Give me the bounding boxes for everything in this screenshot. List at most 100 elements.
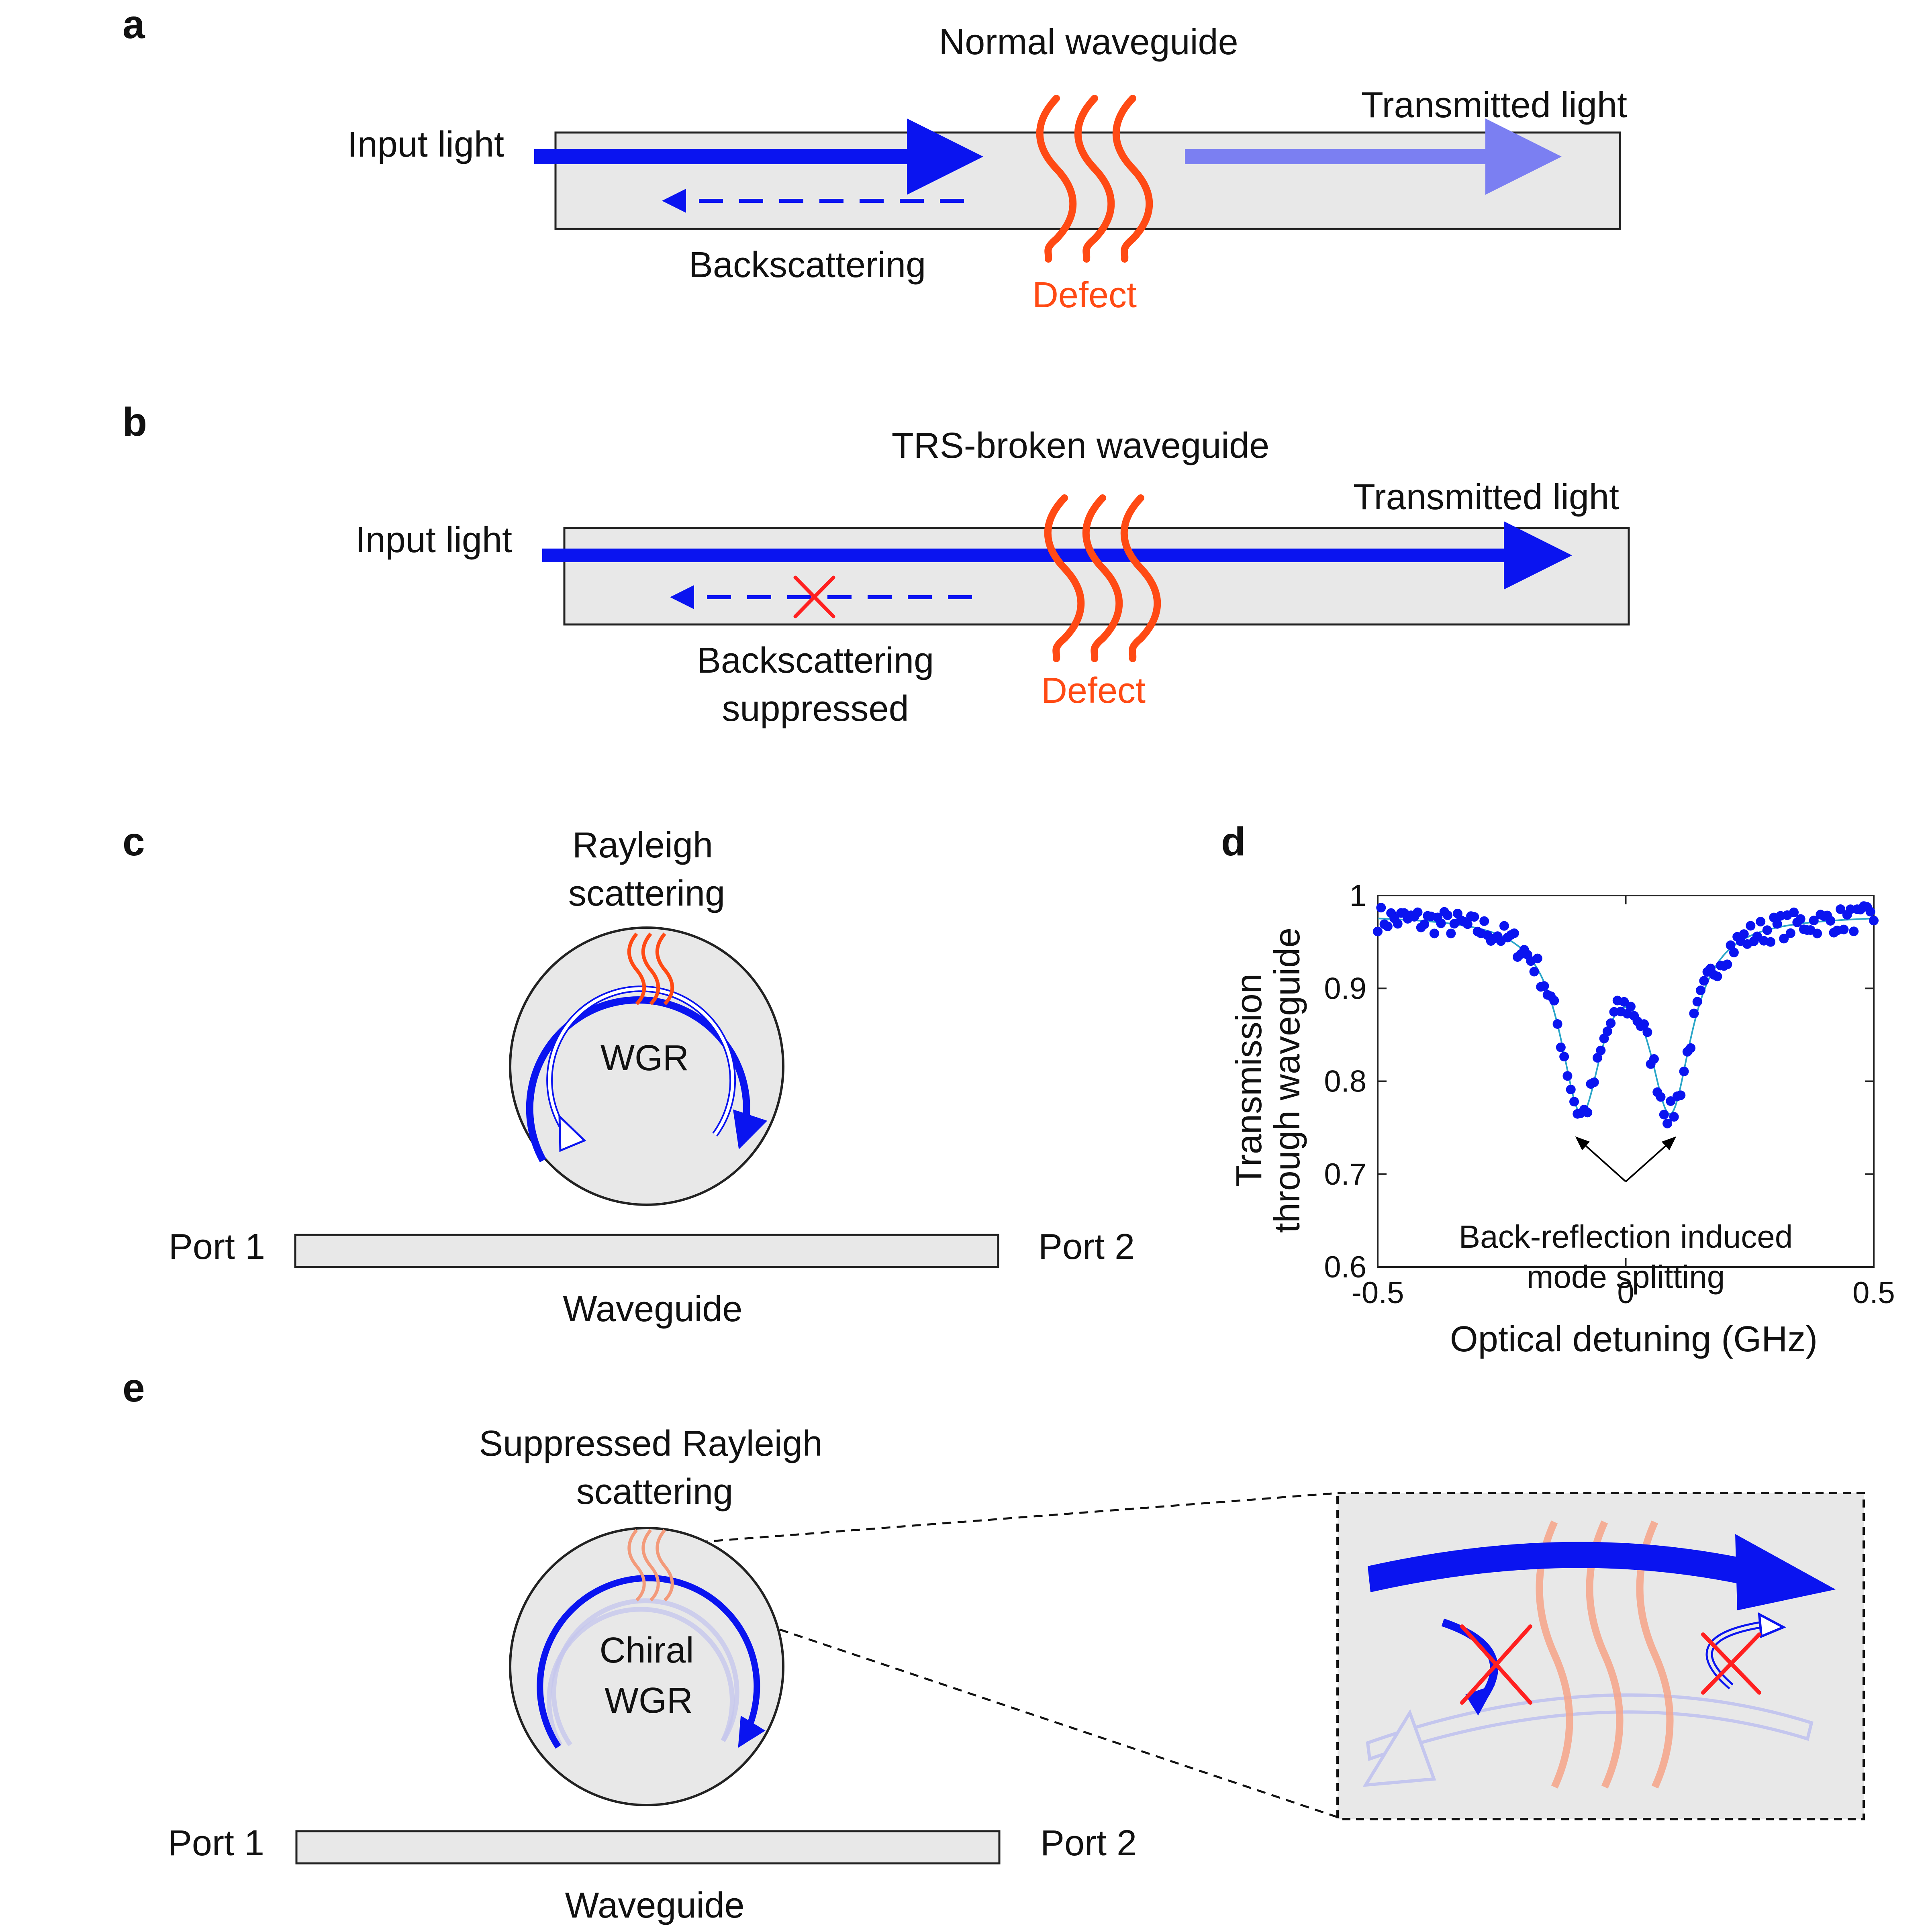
back-reflected-arrowhead-c: [558, 1114, 586, 1152]
data-point: [1676, 1090, 1686, 1100]
suppressed-rayleigh-label-line2: scattering: [576, 1472, 733, 1512]
data-point: [1669, 1112, 1679, 1122]
backscatter-label-b-line1: Backscattering: [697, 641, 934, 681]
data-point: [1686, 1043, 1696, 1053]
data-point: [1549, 996, 1559, 1006]
y-tick-label: 0.9: [1324, 971, 1366, 1006]
y-tick-label: 0.6: [1324, 1250, 1366, 1284]
inset-cross-left: [1460, 1624, 1532, 1705]
data-point: [1479, 916, 1489, 926]
data-point: [1869, 916, 1879, 926]
data-point: [1596, 1045, 1606, 1055]
data-point: [1436, 918, 1446, 928]
panel-letter-d: d: [1221, 819, 1246, 864]
data-point: [1649, 1054, 1659, 1064]
waveguide-label-e: Waveguide: [565, 1885, 745, 1926]
input-light-label-a: Input light: [347, 124, 504, 165]
panel-letter-e: e: [123, 1365, 145, 1410]
data-point: [1865, 907, 1875, 917]
panel-e: e Suppressed Rayleigh scattering Chiral …: [123, 1365, 1865, 1926]
data-point: [1619, 997, 1629, 1007]
data-point: [1556, 1043, 1566, 1053]
data-point: [1746, 921, 1756, 931]
data-point: [1606, 1018, 1616, 1028]
rayleigh-waves-c: [627, 932, 674, 1006]
waveguide-b: [563, 527, 1630, 626]
y-axis-label-line2: through waveguide: [1267, 928, 1307, 1233]
port2-label-c: Port 2: [1038, 1227, 1135, 1267]
port2-label-e: Port 2: [1040, 1823, 1137, 1863]
data-point: [1552, 1019, 1562, 1029]
data-point: [1413, 907, 1423, 917]
plot-frame: [1377, 895, 1875, 1268]
data-point: [1469, 912, 1479, 922]
transmitted-light-label-a: Transmitted light: [1361, 85, 1627, 125]
y-tick-label: 1: [1350, 879, 1366, 913]
data-point: [1826, 916, 1836, 926]
zoom-inset: [1336, 1492, 1865, 1820]
data-point: [1692, 997, 1702, 1007]
data-point: [1446, 928, 1456, 938]
back-reflected-mode-arrow-c-inner: [548, 987, 735, 1140]
data-point: [1589, 1077, 1599, 1087]
chiral-wgr-label-line2: WGR: [605, 1681, 693, 1721]
data-point: [1639, 1019, 1649, 1029]
annotation-line1: Back-reflection induced: [1459, 1219, 1793, 1255]
inset-backscatter-arrow-left: [1441, 1618, 1498, 1695]
panel-a-title: Normal waveguide: [939, 22, 1238, 62]
data-point: [1532, 953, 1542, 963]
data-point: [1626, 1002, 1636, 1012]
data-point: [1593, 1053, 1603, 1063]
data-points-group: [1373, 901, 1879, 1128]
data-point: [1583, 1108, 1593, 1118]
data-point: [1762, 925, 1772, 935]
waveguide-a: [554, 131, 1621, 230]
data-point: [1839, 924, 1849, 934]
data-point: [1699, 976, 1709, 986]
input-light-label-b: Input light: [355, 520, 512, 560]
waveguide-c: [294, 1234, 999, 1268]
fit-curve: [1377, 918, 1874, 1115]
data-point: [1795, 914, 1805, 924]
data-point: [1429, 928, 1439, 938]
backscatter-label-b-line2: suppressed: [722, 689, 909, 729]
inset-reflect-arrowhead-right: [1758, 1612, 1786, 1638]
defect-label-b: Defect: [1041, 671, 1146, 711]
data-point: [1845, 904, 1855, 914]
data-point: [1659, 1110, 1669, 1120]
data-point: [1785, 928, 1795, 938]
panel-b-title: TRS-broken waveguide: [892, 426, 1269, 466]
panel-letter-b: b: [123, 400, 147, 445]
data-point: [1656, 1092, 1666, 1102]
defect-waves-b: [1044, 494, 1161, 662]
data-point: [1722, 959, 1732, 969]
zoom-line-bottom: [692, 1599, 1338, 1818]
data-point: [1383, 921, 1393, 931]
inset-cross-right: [1701, 1632, 1761, 1695]
data-point: [1662, 1118, 1673, 1128]
data-point: [1559, 1052, 1569, 1062]
data-point: [1419, 919, 1430, 929]
port1-label-e: Port 1: [168, 1823, 264, 1863]
data-point: [1712, 971, 1722, 981]
defect-waves-a: [1036, 95, 1153, 263]
data-point: [1849, 926, 1859, 936]
waveguide-e: [295, 1830, 1001, 1865]
fit-curve-group: [1377, 918, 1874, 1115]
faded-rayleigh-waves-e: [627, 1529, 674, 1601]
cross-mark-b: [793, 575, 835, 618]
data-point: [1562, 1071, 1573, 1081]
panel-letter-c: c: [123, 819, 145, 864]
data-point: [1812, 928, 1822, 938]
inset-faded-backward-arrowhead: [1362, 1709, 1436, 1787]
data-point: [1766, 937, 1776, 947]
backscatter-label-a: Backscattering: [689, 245, 926, 285]
panel-b: b TRS-broken waveguide Input light Trans…: [123, 400, 1630, 729]
faded-backward-mode-e: [546, 1607, 735, 1746]
chiral-mode-arrow-e: [537, 1575, 766, 1749]
port1-label-c: Port 1: [169, 1227, 265, 1267]
inset-faded-backward-arrow-body: [1366, 1693, 1814, 1761]
data-point: [1602, 1026, 1612, 1036]
